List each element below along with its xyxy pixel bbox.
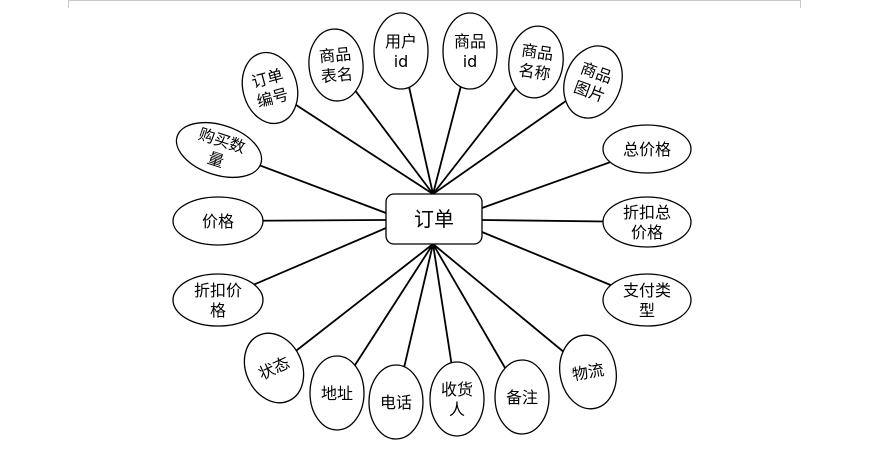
attribute-label-product-id-line-2: id [463, 52, 478, 71]
attribute-phone: 电话 [368, 364, 424, 440]
attribute-label-discount-price-line-1: 折扣价 [194, 281, 242, 300]
connector-line-status [273, 243, 434, 369]
connector-line-logistics [432, 243, 589, 373]
attribute-ellipse-remarks [494, 359, 550, 435]
attribute-label-user-id-line-2: id [394, 52, 409, 71]
attribute-ellipse-recipient [429, 361, 485, 437]
page-corner-mark-right [800, 0, 801, 8]
attribute-label-remarks-line-1: 备注 [506, 388, 538, 407]
attribute-ellipse-address [309, 355, 365, 431]
entity-box: 订单 [385, 193, 483, 245]
attribute-recipient: 收货人 [429, 361, 485, 437]
attribute-ellipse-purchase-quantity [175, 121, 263, 179]
attribute-ellipse-logistics [559, 334, 617, 410]
attribute-label-product-name-line-2: 名称 [517, 61, 551, 84]
attribute-label-discount-total-price-line-2: 价格 [631, 223, 663, 242]
attribute-label-product-table-name-line-2: 表名 [320, 64, 354, 86]
attribute-label-product-table-name-line-1: 商品 [318, 44, 352, 66]
attribute-ellipse-product-table-name [308, 28, 364, 102]
attribute-ellipse-product-name [508, 25, 564, 99]
attribute-ellipse-order-number [241, 51, 299, 125]
attribute-label-user-id-line-1: 用户 [385, 32, 417, 51]
entity-label: 订单 [414, 207, 454, 231]
attribute-ellipse-price [172, 196, 264, 246]
attribute-total-price: 总价格 [602, 124, 692, 174]
attribute-label-price-line-1: 价格 [202, 212, 234, 231]
attribute-address: 地址 [309, 355, 365, 431]
attribute-label-discount-total-price-line-1: 折扣总 [623, 203, 671, 222]
attribute-label-product-id-line-1: 商品 [454, 32, 486, 51]
attribute-ellipse-product-id [442, 12, 498, 90]
attribute-label-payment-type-line-1: 支付类 [623, 281, 671, 300]
entity-rect [385, 193, 483, 245]
attribute-logistics: 物流 [559, 334, 617, 410]
attribute-label-purchase-quantity-line-2: 量 [205, 148, 226, 171]
attribute-remarks: 备注 [494, 359, 550, 435]
connector-line-order-number [269, 87, 434, 195]
attribute-label-phone-line-1: 电话 [380, 393, 412, 412]
attribute-ellipse-discount-price [172, 273, 264, 327]
attribute-status: 状态 [243, 332, 305, 404]
attribute-ellipse-product-image [563, 45, 623, 119]
attribute-label-total-price-line-1: 总价格 [623, 140, 671, 159]
page-corner-mark-left [68, 0, 69, 8]
attribute-label-discount-price-line-2: 格 [210, 301, 226, 320]
attribute-label-recipient-line-1: 收货 [441, 380, 473, 399]
attribute-ellipse-discount-total-price [602, 196, 692, 248]
attribute-ellipse-payment-type [602, 273, 692, 327]
attribute-label-payment-type-line-2: 型 [639, 301, 655, 320]
attribute-price: 价格 [172, 196, 264, 246]
attribute-ellipse-total-price [602, 124, 692, 174]
attribute-ellipse-status [243, 332, 305, 404]
attribute-label-product-name-line-1: 商品 [520, 41, 554, 64]
attribute-ellipse-user-id [373, 12, 429, 90]
attribute-ellipse-phone [368, 364, 424, 440]
attribute-label-recipient-line-2: 人 [449, 400, 465, 419]
attribute-label-address-line-1: 地址 [321, 384, 353, 403]
page-top-border [68, 0, 800, 1]
